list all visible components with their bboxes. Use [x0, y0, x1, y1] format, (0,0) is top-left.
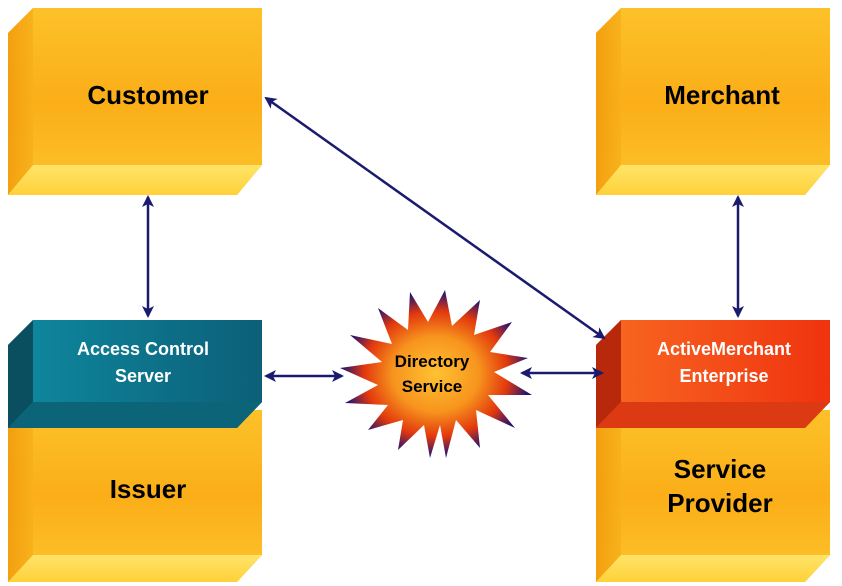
- service-provider-block: Service Provider: [596, 410, 830, 582]
- issuer-block: Issuer: [8, 410, 262, 582]
- activemerchant-enterprise-block: ActiveMerchant Enterprise: [596, 320, 830, 428]
- arrow-customer-activemerchant: [264, 96, 606, 340]
- activemerchant-enterprise-label-line2: Enterprise: [679, 366, 768, 386]
- directory-service-label-line2: Service: [402, 377, 463, 396]
- issuer-label: Issuer: [110, 474, 187, 504]
- customer-label: Customer: [87, 80, 208, 110]
- directory-service-label-line1: Directory: [395, 352, 470, 371]
- merchant-label: Merchant: [664, 80, 780, 110]
- access-control-server-block: Access Control Server: [8, 320, 262, 428]
- directory-service-starburst: Directory Service: [340, 290, 532, 458]
- access-control-server-label-line2: Server: [115, 366, 171, 386]
- customer-block: Customer: [8, 8, 262, 195]
- service-provider-label-line1: Service: [674, 454, 767, 484]
- access-control-server-label-line1: Access Control: [77, 339, 209, 359]
- merchant-block: Merchant: [596, 8, 830, 195]
- service-provider-label-line2: Provider: [667, 488, 773, 518]
- activemerchant-enterprise-label-line1: ActiveMerchant: [657, 339, 791, 359]
